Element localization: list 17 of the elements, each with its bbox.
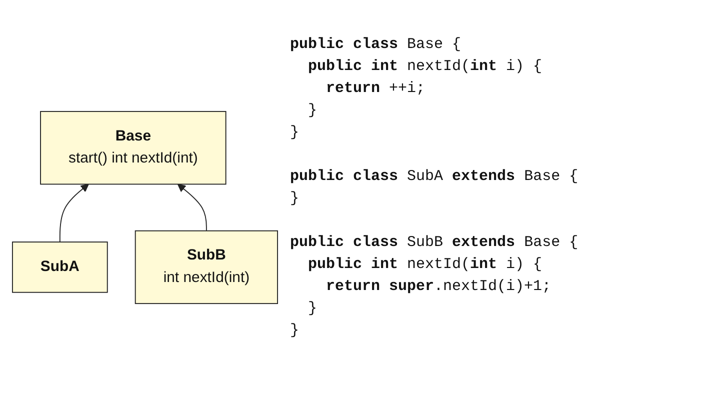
code-line: public class Base {	[290, 35, 462, 55]
code-line: public class SubA extends Base {	[290, 167, 578, 187]
code-line: }	[290, 123, 300, 143]
code-line: public int nextId(int i) {	[308, 255, 542, 275]
node-box: SubB int nextId(int)	[134, 230, 278, 304]
arrow	[177, 184, 207, 232]
arrow	[59, 184, 89, 243]
code-line: }	[290, 321, 300, 341]
node-box: Base start() int nextId(int)	[40, 111, 226, 186]
code-line: return ++i;	[326, 79, 426, 99]
code-line: public int nextId(int i) {	[308, 57, 542, 77]
code-line: return super.nextId(i)+1;	[326, 277, 552, 297]
node-box: SubA	[12, 242, 108, 294]
code-line: }	[290, 189, 300, 209]
code-line: }	[308, 101, 318, 121]
code-line: public class SubB extends Base {	[290, 233, 578, 253]
code-line: }	[308, 299, 318, 319]
